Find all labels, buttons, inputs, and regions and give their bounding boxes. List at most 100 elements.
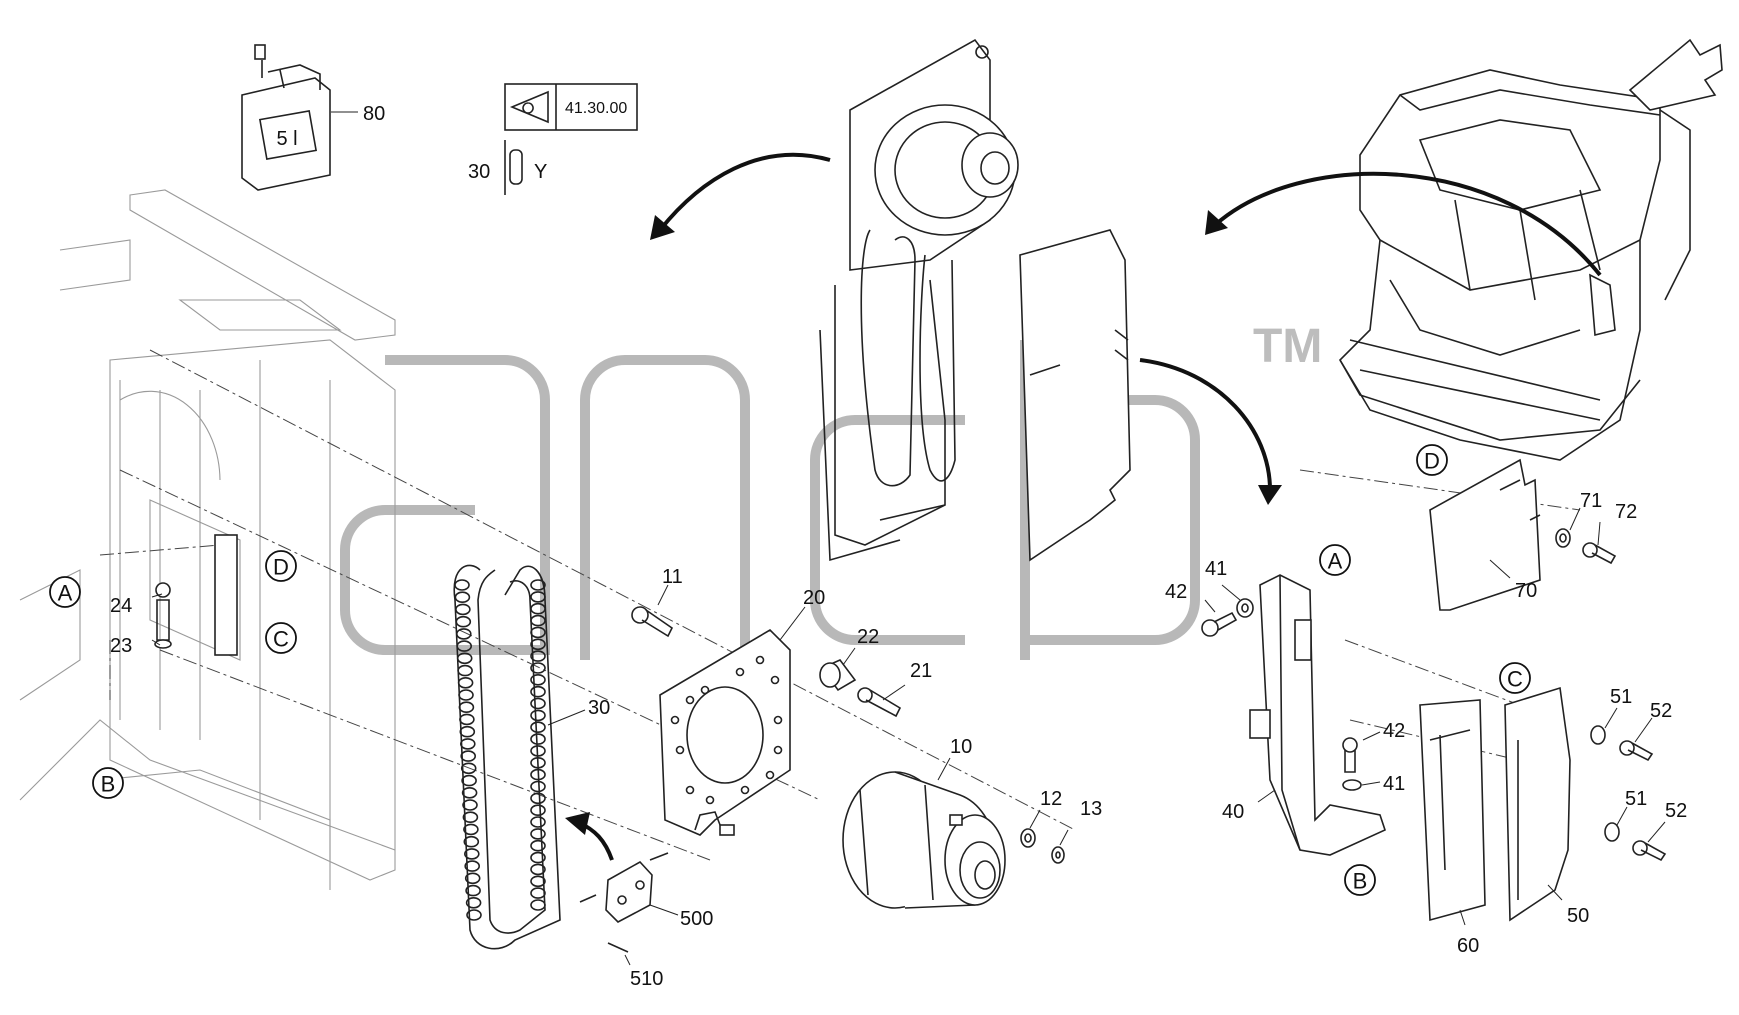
chain-link xyxy=(530,614,546,627)
chain-link xyxy=(530,780,546,793)
drive-chain xyxy=(453,564,561,950)
svg-text:D: D xyxy=(1424,449,1440,474)
chain-link xyxy=(459,713,475,726)
plate-hole xyxy=(685,695,695,705)
callout-42-upper: 42 xyxy=(1165,581,1187,603)
chain-link xyxy=(530,721,546,734)
leader-lines xyxy=(151,111,1666,966)
canister-label: 5 l xyxy=(276,128,297,150)
connecting-link xyxy=(579,852,669,953)
plate-hole xyxy=(700,685,710,695)
callout-71: 71 xyxy=(1580,490,1602,512)
callout-41-upper: 41 xyxy=(1205,558,1227,580)
bolt-52-upper xyxy=(1619,740,1654,762)
callout-24: 24 xyxy=(110,595,132,617)
chain-link xyxy=(458,701,475,714)
chain-link xyxy=(462,799,478,811)
chain-link xyxy=(530,792,546,805)
callout-52-lower: 52 xyxy=(1665,800,1687,822)
plate-hole xyxy=(740,785,750,795)
chain-link xyxy=(462,811,479,824)
callout-22: 22 xyxy=(857,626,879,648)
machine-frame xyxy=(19,189,396,890)
chain-link xyxy=(465,896,482,909)
callout-51-lower: 51 xyxy=(1625,788,1647,810)
callout-30: 30 xyxy=(588,697,610,719)
chain-link xyxy=(458,689,474,701)
chain-link xyxy=(530,816,546,828)
callout-41-lower: 41 xyxy=(1383,773,1405,795)
chain-link xyxy=(459,725,476,738)
reference-box[interactable]: 41.30.00 xyxy=(504,83,638,131)
chain-link xyxy=(530,591,546,603)
bolt-72 xyxy=(1582,542,1617,565)
marker-a-right: A xyxy=(1319,544,1351,576)
chain-link xyxy=(530,768,546,781)
plate-hole xyxy=(773,745,783,755)
reference-code: 41.30.00 xyxy=(565,100,627,117)
chain-link xyxy=(530,745,546,757)
gear-motor xyxy=(842,771,1006,909)
callout-23: 23 xyxy=(110,635,132,657)
assembled-cover xyxy=(1019,229,1131,562)
chain-link xyxy=(456,640,473,652)
callout-20: 20 xyxy=(803,587,825,609)
chain-link xyxy=(456,652,473,665)
washer-71 xyxy=(1555,528,1571,548)
chain-link xyxy=(530,899,546,911)
chain-link xyxy=(465,884,481,897)
chain-link xyxy=(464,860,481,872)
spacer-22 xyxy=(819,659,857,692)
chain-link xyxy=(461,786,478,799)
chain-link xyxy=(461,774,477,787)
note-item: 30 xyxy=(468,161,490,183)
adapter-plate xyxy=(659,628,791,836)
callout-52-upper: 52 xyxy=(1650,700,1672,722)
callout-51-upper: 51 xyxy=(1610,686,1632,708)
chain-link xyxy=(457,664,473,677)
chain-link xyxy=(530,887,546,899)
svg-text:A: A xyxy=(1328,549,1343,574)
plate-hole xyxy=(773,715,783,725)
svg-text:A: A xyxy=(58,581,73,606)
bolt-42-lower xyxy=(1342,737,1358,773)
chain-link xyxy=(530,804,546,817)
callout-72: 72 xyxy=(1615,501,1637,523)
plate-hole xyxy=(755,655,765,665)
callout-40: 40 xyxy=(1222,801,1244,823)
eye-icon xyxy=(509,90,549,124)
washer-51-upper xyxy=(1590,725,1606,745)
washer-41-lower xyxy=(1342,779,1362,791)
svg-text:B: B xyxy=(1353,869,1368,894)
callout-500: 500 xyxy=(680,908,713,930)
chain-link xyxy=(455,628,472,640)
cover-plate-60 xyxy=(1419,699,1486,922)
chain-link xyxy=(530,650,546,662)
chain-link xyxy=(530,828,546,840)
chain-link xyxy=(454,579,470,591)
chain-link xyxy=(530,602,546,615)
oil-canister: 5 l xyxy=(241,44,331,191)
marker-d-right: D xyxy=(1416,444,1448,476)
plate-hole xyxy=(670,715,680,725)
assembly-arrows xyxy=(565,152,1602,861)
marker-b-right: B xyxy=(1344,864,1376,896)
callout-21: 21 xyxy=(910,660,932,682)
chain-link xyxy=(530,673,546,686)
callout-labels: 80 11 20 22 21 30 10 12 13 500 510 24 23… xyxy=(110,103,1687,990)
reference-markers: A B C D A B C D xyxy=(49,444,1531,896)
assembled-drive-housing xyxy=(819,38,1019,562)
chain-link xyxy=(463,835,480,848)
callout-50: 50 xyxy=(1567,905,1589,927)
chain-link xyxy=(530,875,546,888)
washer-12 xyxy=(1020,828,1036,848)
bolt-11 xyxy=(631,606,674,638)
chain-link xyxy=(530,626,546,639)
nut-13 xyxy=(1051,846,1065,864)
watermark-trademark: TM xyxy=(1253,320,1322,373)
plate-hole xyxy=(765,770,775,780)
cover-plate-70 xyxy=(1429,458,1541,611)
chain-link xyxy=(530,638,546,651)
callout-10: 10 xyxy=(950,736,972,758)
